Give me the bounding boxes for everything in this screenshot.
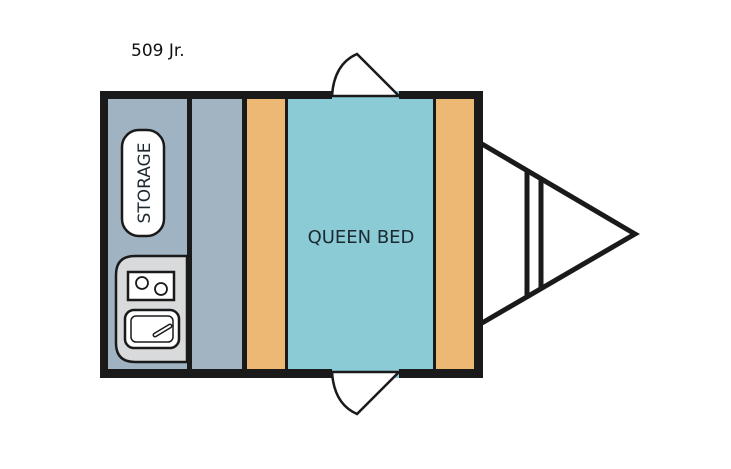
bottom-door-swing bbox=[330, 370, 403, 416]
storage-label: STORAGE bbox=[135, 143, 155, 224]
aisle-area bbox=[192, 99, 242, 369]
right-bench bbox=[436, 99, 474, 369]
bed-label: QUEEN BED bbox=[308, 227, 415, 248]
sink-icon bbox=[123, 308, 181, 350]
floorplan-title: 509 Jr. bbox=[131, 41, 185, 61]
kitchen-counter bbox=[114, 254, 189, 364]
trailer-tongue bbox=[480, 141, 640, 326]
top-door-swing bbox=[330, 52, 403, 98]
stove-icon bbox=[126, 270, 176, 302]
queen-bed bbox=[288, 99, 433, 369]
left-bench bbox=[247, 99, 285, 369]
storage-cabinet: STORAGE bbox=[120, 128, 166, 238]
